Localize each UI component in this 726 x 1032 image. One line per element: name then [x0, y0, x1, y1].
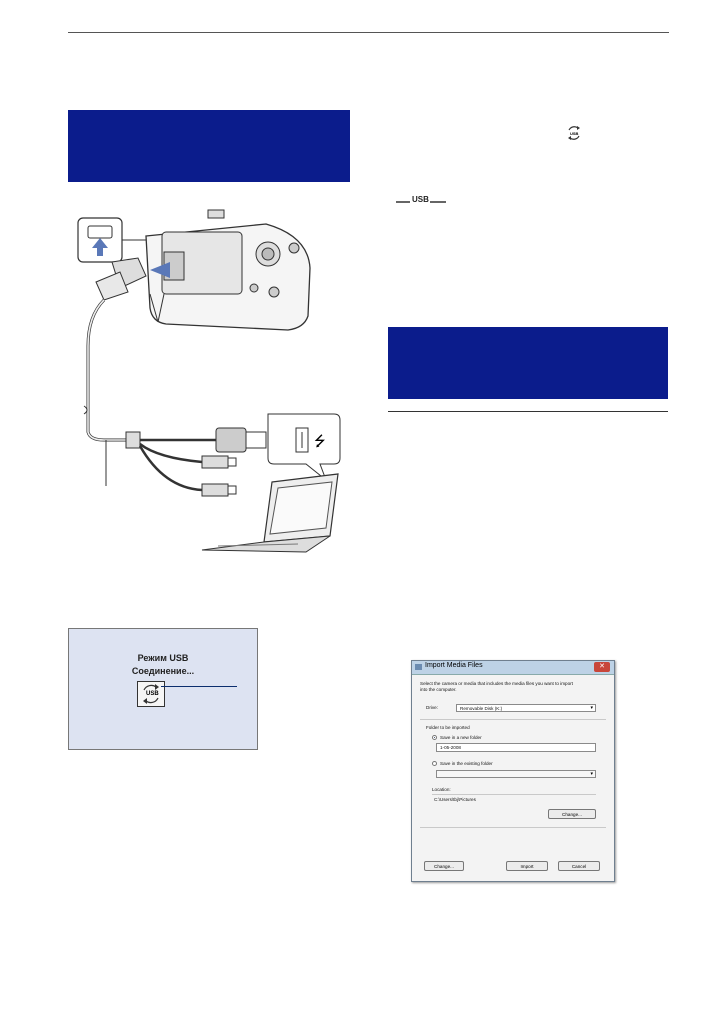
divider: [432, 794, 596, 795]
import-button[interactable]: Import: [506, 861, 548, 871]
location-label: Location:: [432, 787, 451, 792]
new-folder-value: 1-05-2008: [440, 745, 461, 750]
usb-mode-icon: USB: [137, 681, 165, 707]
dialog-title: Import Media Files: [425, 662, 483, 669]
section-header-band: [68, 110, 350, 182]
folder-section-label: Folder to be imported: [426, 725, 470, 730]
close-icon[interactable]: ✕: [594, 662, 610, 672]
radio-existing-folder[interactable]: [432, 761, 437, 766]
cancel-button[interactable]: Cancel: [558, 861, 600, 871]
lcd-mode-text: Режим USB: [137, 653, 189, 663]
radio-new-folder[interactable]: [432, 735, 437, 740]
section-header-band-2: [388, 327, 668, 399]
usb-mode-icon: USB: [568, 126, 580, 140]
divider: [420, 827, 606, 828]
chevron-down-icon: ▾: [590, 705, 593, 711]
chevron-down-icon: ▾: [590, 771, 593, 777]
usb-strip-label: USB: [412, 195, 429, 204]
import-media-dialog: Import Media Files ✕ Select the camera o…: [411, 660, 615, 882]
location-value: C:\Users\tbj\Pictures: [434, 797, 476, 802]
radio-existing-folder-label: Save in the existing folder: [440, 761, 493, 766]
section-rule: [388, 411, 668, 412]
camera-usb-connection-illustration: ⭍: [77, 209, 341, 553]
lcd-status-text: Соединение...: [131, 666, 195, 676]
dialog-titlebar: Import Media Files ✕: [412, 661, 614, 675]
drive-value: Removable Disk (K:): [460, 706, 503, 711]
usb-icon-label: USB: [146, 691, 159, 697]
radio-new-folder-label: Save in a new folder: [440, 735, 482, 740]
drive-select[interactable]: Removable Disk (K:) ▾: [456, 704, 596, 712]
prompt-text: Select the camera or media that includes…: [420, 681, 573, 686]
usb-strip-icon: USB: [396, 195, 446, 208]
change-button[interactable]: Change...: [424, 861, 464, 871]
change-location-button[interactable]: Change...: [548, 809, 596, 819]
callout-line: [161, 686, 237, 687]
svg-text:USB: USB: [570, 131, 579, 136]
camera-lcd-screen: Режим USB Соединение... USB: [68, 628, 258, 750]
app-icon: [415, 664, 422, 670]
prompt-text-2: into the computer.: [420, 687, 457, 692]
existing-folder-select[interactable]: ▾: [436, 770, 596, 778]
divider: [420, 719, 606, 720]
top-rule: [68, 32, 669, 33]
svg-text:⭍: ⭍: [314, 434, 326, 450]
drive-label: Drive:: [426, 705, 438, 710]
new-folder-input[interactable]: 1-05-2008: [436, 743, 596, 752]
